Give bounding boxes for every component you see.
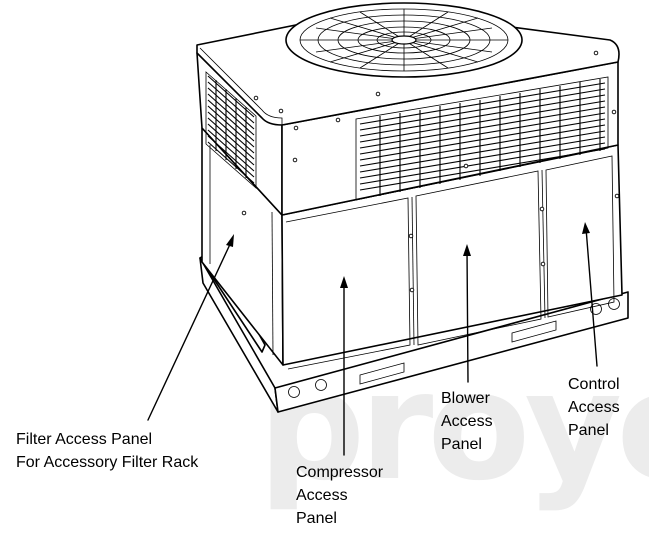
screw — [614, 193, 620, 199]
compressor-label-line2: Access — [296, 487, 348, 504]
base-slot — [511, 320, 557, 343]
screw — [375, 91, 381, 97]
top-edge — [199, 47, 283, 125]
front-grille — [355, 76, 609, 201]
filter-arrowhead — [226, 234, 234, 247]
control-label-line2: Access — [568, 399, 620, 416]
blower-label-line2: Access — [441, 413, 493, 430]
filter-label-line2: For Accessory Filter Rack — [16, 454, 199, 471]
filter-label-line1: Filter Access Panel — [16, 431, 152, 448]
base-rail-front — [274, 291, 629, 413]
blower-label-line3: Panel — [441, 436, 482, 453]
blower-label-line1: Blower — [441, 390, 491, 407]
compressor-label-line3: Panel — [296, 510, 337, 527]
screw — [253, 95, 259, 101]
base-hole — [288, 386, 300, 398]
hvac-unit-illustration — [196, 2, 629, 413]
condenser-fan — [285, 2, 523, 78]
control-label-line1: Control — [568, 376, 620, 393]
panel-divider — [541, 169, 546, 319]
screw — [540, 261, 546, 267]
side-grille — [205, 71, 257, 189]
compressor-label-line1: Compressor — [296, 464, 384, 481]
blower-panel-outline — [415, 170, 542, 346]
screw — [593, 50, 599, 56]
compressor-panel-outline — [285, 197, 411, 370]
screw — [241, 210, 247, 216]
screw — [335, 117, 341, 123]
filter-panel-edge — [271, 211, 274, 356]
panel-divider — [411, 196, 415, 346]
base-hole — [590, 303, 602, 315]
screw — [409, 287, 415, 293]
compressor-arrowhead — [340, 276, 348, 288]
base-slot — [359, 362, 405, 385]
screw — [539, 206, 545, 212]
watermark-text: proyecto — [258, 340, 649, 514]
screw — [292, 157, 298, 163]
control-label-line3: Panel — [568, 422, 609, 439]
blower-arrowhead — [463, 244, 471, 256]
screw — [408, 233, 414, 239]
filter-leader-line — [147, 239, 233, 421]
screw — [463, 163, 469, 169]
control-leader-line — [585, 227, 598, 367]
base-hole — [315, 379, 327, 391]
callout-labels: Filter Access Panel For Accessory Filter… — [16, 376, 620, 527]
screw — [293, 125, 299, 131]
leader-lines — [147, 222, 598, 456]
control-arrowhead — [582, 222, 590, 234]
blower-leader-line — [466, 249, 469, 383]
control-panel-outline — [545, 155, 615, 318]
screw — [611, 109, 617, 115]
screw — [278, 108, 284, 114]
